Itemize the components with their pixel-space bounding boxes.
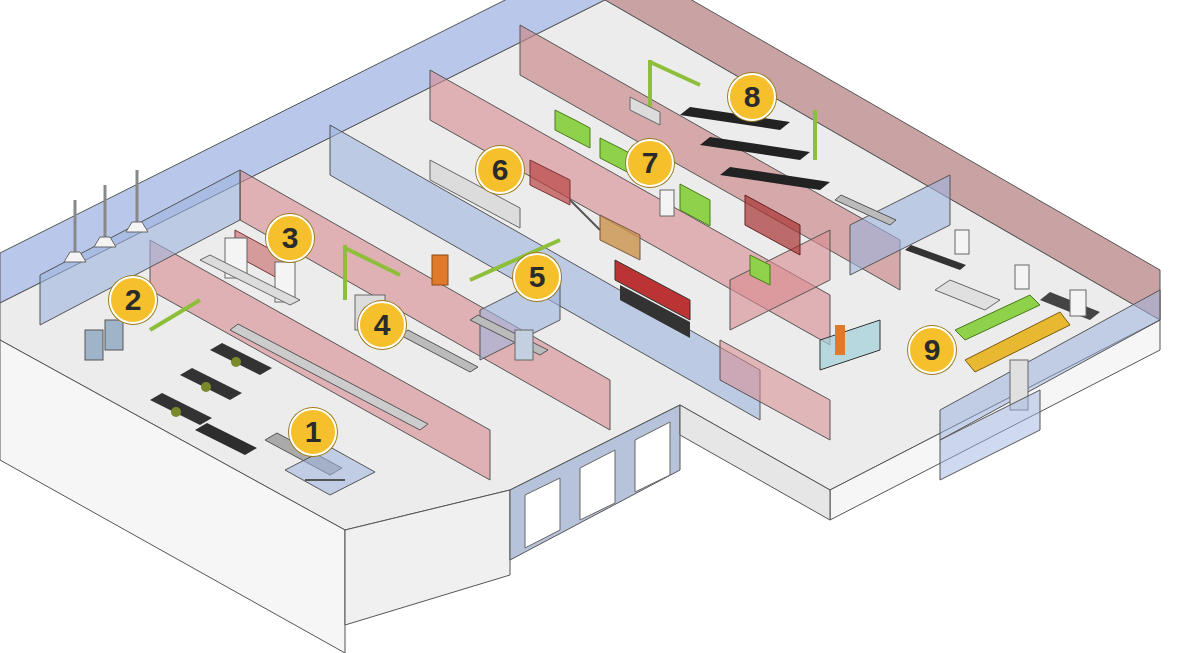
partition-wall [150, 240, 490, 480]
callout-number: 8 [728, 73, 776, 121]
machine [555, 110, 590, 148]
counter [200, 255, 300, 305]
fan [305, 479, 345, 481]
partition-wall [940, 290, 1160, 440]
shelving [745, 195, 800, 255]
jib-crane [813, 110, 817, 160]
cabinet [600, 215, 640, 260]
exhaust-pipe [136, 170, 139, 230]
cabinet [1015, 265, 1029, 289]
workbench [400, 330, 478, 372]
rack [620, 285, 690, 338]
callout-number: 2 [109, 276, 157, 324]
fume-hood [64, 252, 86, 262]
small-room [285, 447, 375, 495]
robot-arm [835, 325, 845, 355]
jib-crane [150, 300, 200, 330]
fixture [201, 382, 211, 392]
partition-wall [40, 170, 240, 325]
rail [570, 200, 600, 230]
workbench [835, 195, 896, 225]
robot-arm [432, 255, 448, 285]
jib-crane [650, 62, 700, 85]
garage-door [580, 450, 615, 520]
cabinet [955, 230, 969, 254]
workbench [210, 343, 272, 375]
workbench [195, 423, 257, 455]
machine [720, 167, 830, 190]
cabinet [85, 330, 103, 360]
callout-number: 5 [513, 253, 561, 301]
exterior-wall [0, 340, 345, 653]
callout-number: 7 [626, 139, 674, 187]
robot-cell [820, 320, 880, 370]
garage-door [525, 478, 560, 548]
shelving [630, 97, 660, 125]
callout-number: 6 [476, 146, 524, 194]
cabinet [515, 330, 533, 360]
machine [700, 137, 810, 160]
callout-number: 9 [908, 326, 956, 374]
exhaust-pipe [104, 185, 107, 245]
callout-number: 4 [358, 301, 406, 349]
garage-wall [510, 405, 680, 560]
tank [1070, 290, 1086, 316]
fixture [171, 407, 181, 417]
jib-crane [343, 245, 347, 300]
bench [935, 280, 1000, 310]
small-room [940, 390, 1040, 480]
exhaust-pipe [74, 200, 77, 260]
workbench [470, 315, 548, 355]
exterior-wall [345, 490, 510, 625]
garage-door [635, 422, 670, 492]
partition-wall [430, 70, 830, 345]
fume-hood [126, 222, 148, 232]
jib-crane [648, 60, 652, 110]
callout-number: 3 [266, 214, 314, 262]
machine [750, 255, 770, 285]
cabinet [105, 320, 123, 350]
machine [680, 184, 710, 226]
cabinet [660, 190, 674, 216]
fixture [231, 357, 241, 367]
fume-hood [94, 237, 116, 247]
workbench [150, 393, 212, 425]
partition-wall [720, 340, 830, 440]
jib-crane [345, 248, 400, 275]
partition-wall [730, 230, 830, 330]
workbench [180, 368, 242, 400]
shelving [530, 160, 570, 205]
callout-number: 1 [289, 408, 337, 456]
